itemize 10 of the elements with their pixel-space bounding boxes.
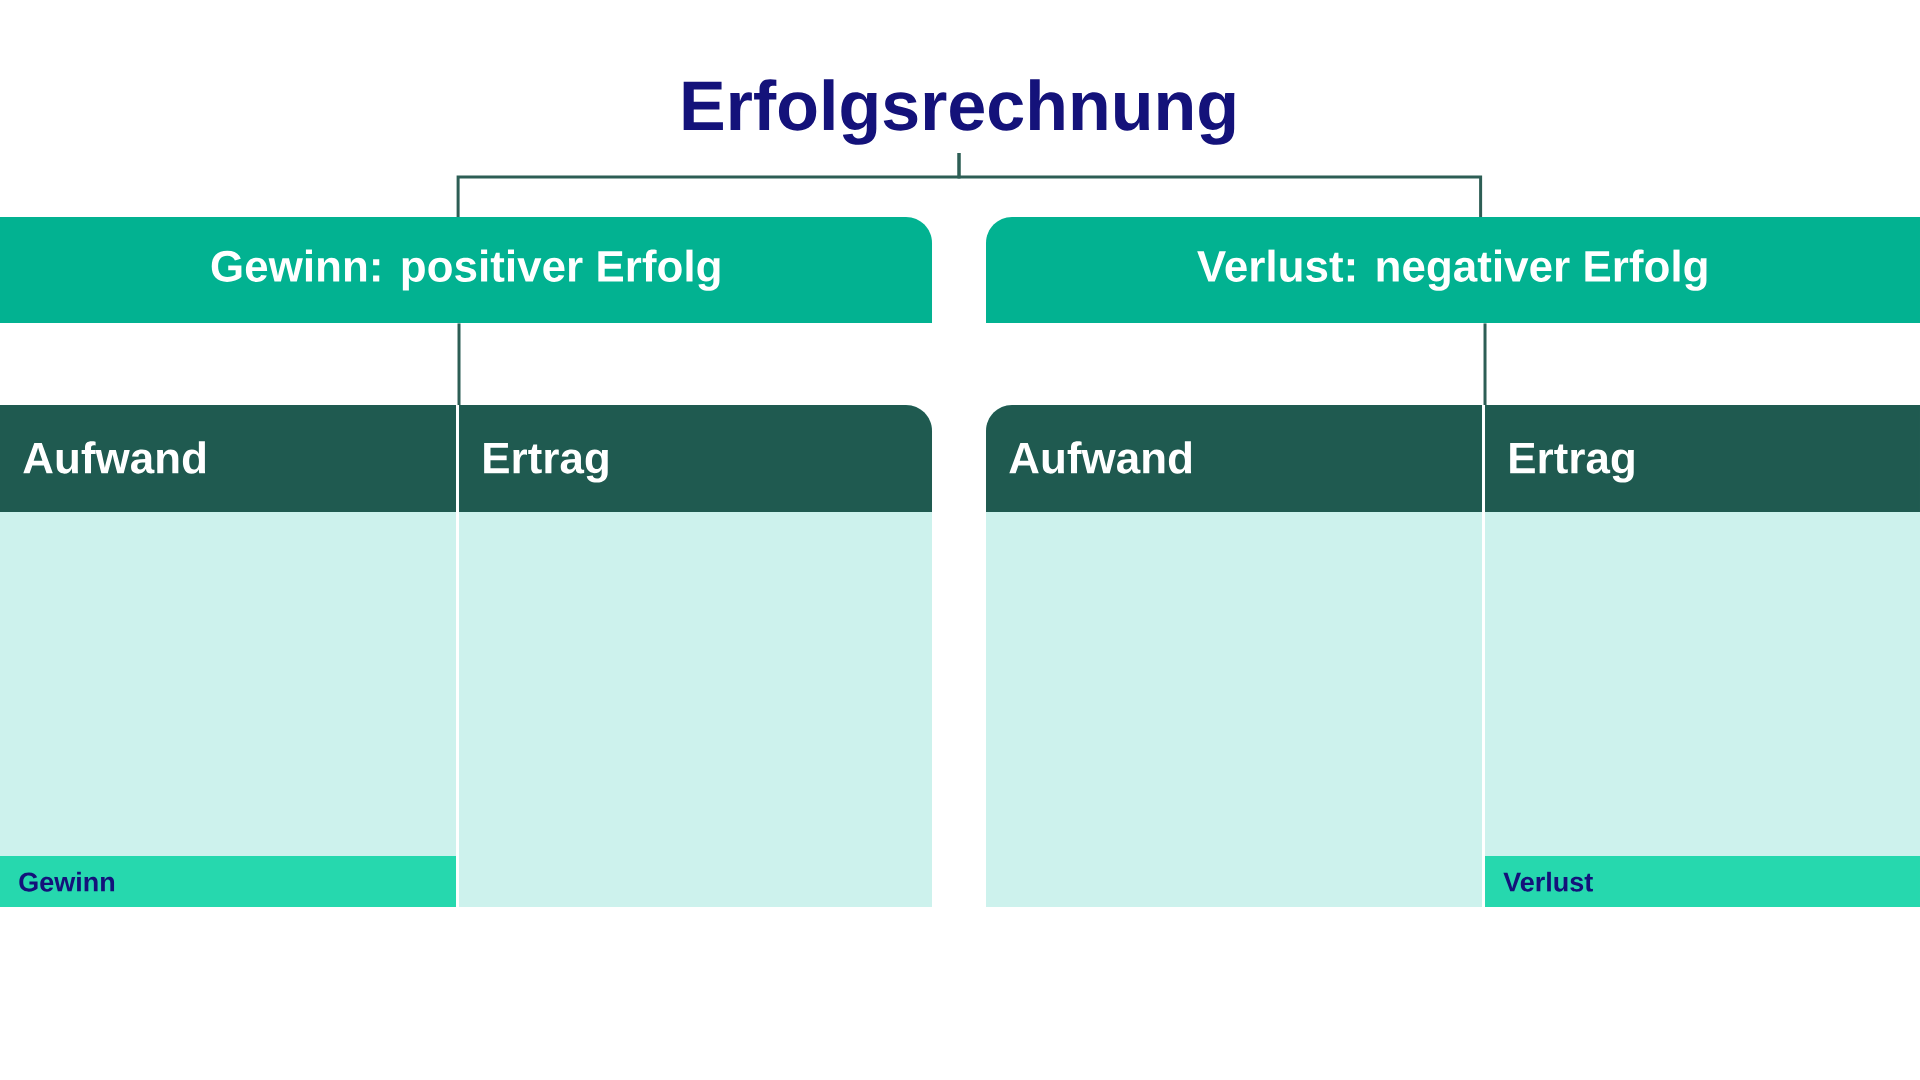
connector-line (457, 323, 461, 405)
account-column: Ertrag (459, 405, 932, 907)
heading-band: Gewinn: positiver Erfolg (0, 217, 932, 323)
account-column: Aufwand (986, 405, 1482, 907)
result-bar: Verlust (1485, 856, 1920, 907)
connector-line (1483, 323, 1487, 405)
diagram-title: Erfolgsrechnung (683, 79, 1235, 145)
heading-band: Verlust: negativer Erfolg (986, 217, 1920, 323)
bracket-connector (957, 153, 1483, 217)
result-bar: Gewinn (0, 856, 456, 907)
